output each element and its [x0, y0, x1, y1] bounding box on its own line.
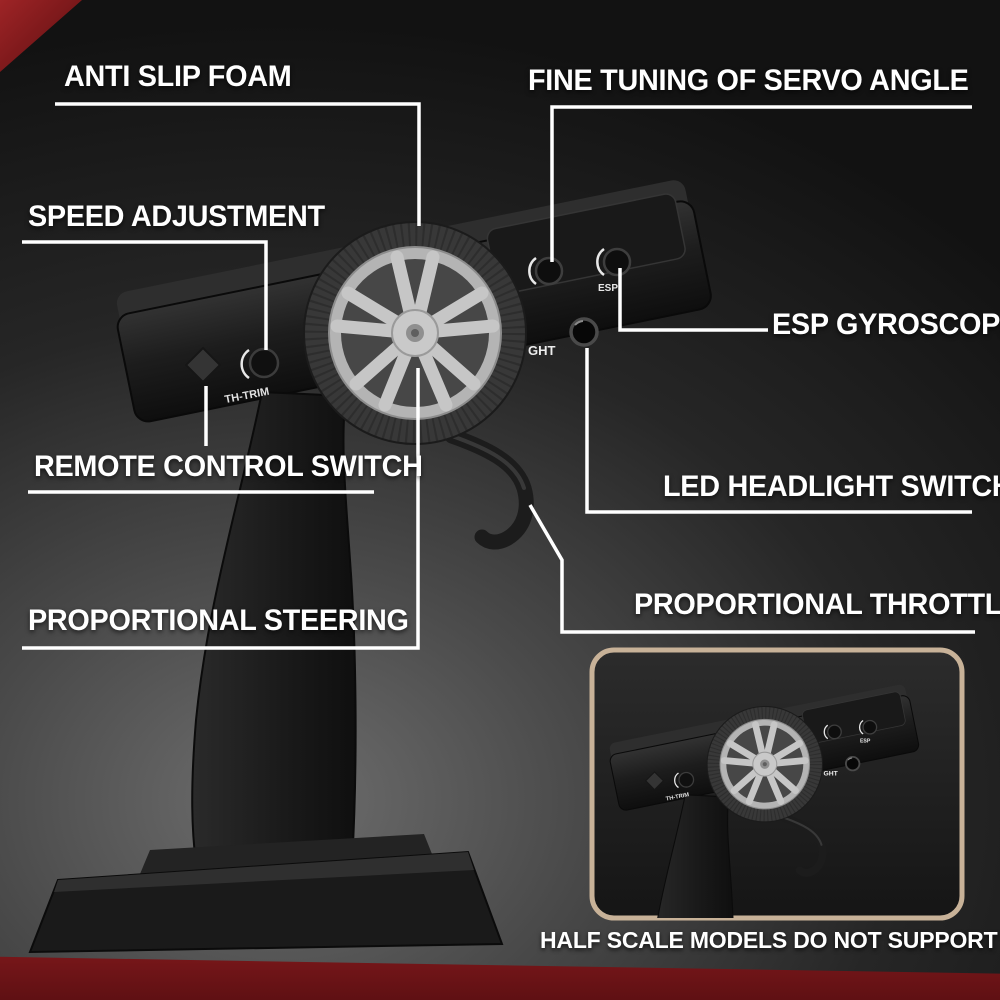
headlight-marking: GHT: [528, 343, 556, 358]
callout-line-proportional-throttle: [528, 504, 975, 634]
inset-caption: HALF SCALE MODELS DO NOT SUPPORT ESP: [540, 927, 1000, 953]
callout-line-esp-gyroscope: [618, 268, 768, 332]
label-proportional-steering: PROPORTIONAL STEERING: [28, 604, 409, 637]
label-led-headlight-switch: LED HEADLIGHT SWITCH: [663, 470, 1000, 503]
callout-lines: [22, 102, 975, 650]
callout-line-speed-adjustment: [22, 240, 268, 350]
base: [28, 834, 504, 954]
callout-line-anti-slip-foam: [55, 102, 421, 226]
servo-trim-knob: [528, 256, 564, 286]
headlight-button: GHT: [528, 317, 599, 358]
esp-marking: ESP: [598, 283, 618, 294]
wheel-spokes: [330, 250, 500, 412]
label-anti-slip-foam: ANTI SLIP FOAM: [64, 60, 292, 93]
label-fine-tuning: FINE TUNING OF SERVO ANGLE: [528, 64, 969, 97]
throttle-trigger: [444, 428, 534, 550]
label-proportional-throttle: PROPORTIONAL THROTTLE: [634, 588, 1000, 621]
label-remote-control-switch: REMOTE CONTROL SWITCH: [34, 450, 423, 483]
callout-line-proportional-steering: [22, 368, 420, 650]
inset-panel: [589, 647, 965, 921]
label-speed-adjustment: SPEED ADJUSTMENT: [28, 200, 325, 233]
steering-wheel: [303, 221, 527, 445]
callout-line-fine-tuning: [550, 105, 972, 262]
callout-line-led-headlight: [585, 348, 972, 514]
rc-transmitter: ESP GHT TH-TRIM: [28, 180, 712, 954]
esp-knob: ESP: [596, 247, 632, 294]
label-esp-gyroscope: ESP GYROSCOPE: [772, 308, 1000, 341]
diamond-switch: [184, 346, 222, 384]
